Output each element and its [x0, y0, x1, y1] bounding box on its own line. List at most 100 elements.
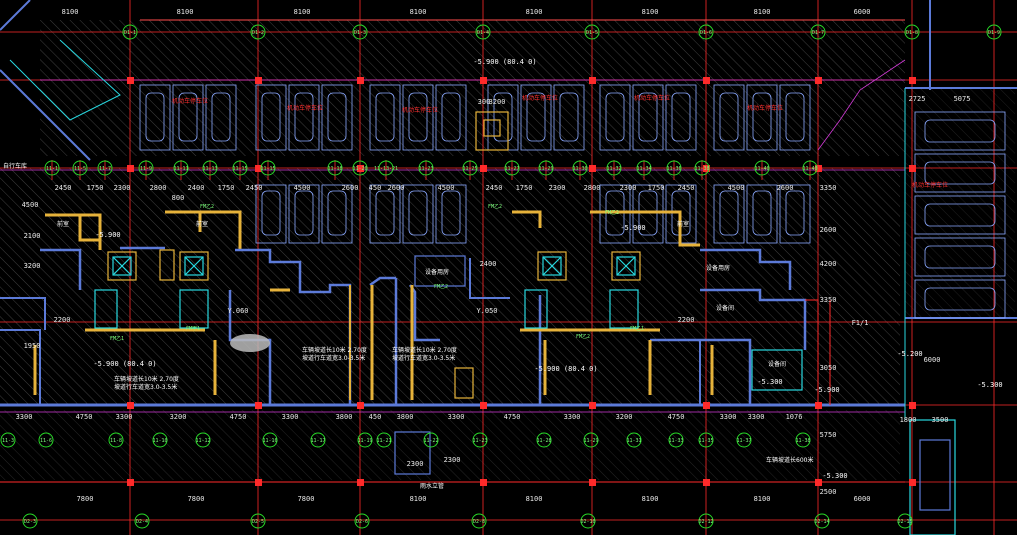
- boundary-lines: [0, 0, 1017, 483]
- parking-stall: [321, 184, 353, 244]
- axis-bubble[interactable]: D1-7: [810, 24, 826, 40]
- axis-bubble[interactable]: D1-3: [352, 24, 368, 40]
- dimension-value: 2300: [620, 184, 637, 192]
- axis-bubble[interactable]: D1-9: [986, 24, 1002, 40]
- column: [589, 165, 596, 172]
- bottom-axis-bubbles[interactable]: D2-3 D2-4 D2-5 D2-6 D2-8 D2-10 D2-12 D2-14 D2-15: [22, 513, 913, 529]
- axis-bubble[interactable]: 11-37: [736, 432, 752, 448]
- axis-bubble-circle: [626, 432, 642, 448]
- axis-bubble[interactable]: 11-33: [668, 432, 684, 448]
- axis-bubble[interactable]: 11-36: [666, 160, 682, 176]
- axis-bubble[interactable]: D1-5: [584, 24, 600, 40]
- axis-bubble[interactable]: 11-3: [0, 432, 16, 448]
- axis-bubble[interactable]: 11-12: [195, 432, 211, 448]
- axis-bubble[interactable]: 11-29: [583, 432, 599, 448]
- dimension-value: 3300: [720, 413, 737, 421]
- car-outline: [559, 92, 579, 142]
- parking-label: 机动车停车位: [287, 104, 323, 112]
- axis-bubble-circle: [462, 160, 478, 176]
- top-axis-bubbles[interactable]: D1-1 D1-2 D1-3 D1-4 D1-5 D1-6 D1-7 D1-8 D1-9: [122, 24, 1002, 40]
- dimension-value: 4500: [728, 184, 745, 192]
- axis-bubble[interactable]: 11-40: [754, 160, 770, 176]
- axis-bubble-label: D2-14: [814, 519, 829, 525]
- axis-bubble[interactable]: 11-8: [108, 432, 124, 448]
- axis-bubble[interactable]: 11-34: [636, 160, 652, 176]
- axis-bubble-circle: [122, 24, 138, 40]
- ramp-note: 坡道行车道宽3.0-3.5米: [114, 383, 177, 391]
- axis-bubble[interactable]: 11-5: [72, 160, 88, 176]
- parking-stall: [435, 84, 467, 151]
- axis-bubble[interactable]: 11-19: [357, 432, 373, 448]
- axis-bubble[interactable]: 11-31: [626, 432, 642, 448]
- axis-bubble[interactable]: 11-13-21: [374, 160, 398, 176]
- middle-axis-bubbles[interactable]: 11-1 11-5 11-7 11-9 11-11 11-13 11-15 11-15 11-1…: [44, 160, 818, 176]
- axis-bubble[interactable]: D2-12: [698, 513, 714, 529]
- axis-bubble[interactable]: 11-28: [536, 432, 552, 448]
- axis-bubble[interactable]: 11-40: [802, 160, 818, 176]
- parking-stall: [288, 84, 320, 151]
- axis-bubble[interactable]: D2-5: [250, 513, 266, 529]
- column: [909, 479, 916, 486]
- parking-stall: [172, 84, 204, 151]
- axis-bubble[interactable]: D2-3: [22, 513, 38, 529]
- axis-bubble-circle: [262, 432, 278, 448]
- axis-bubble[interactable]: D1-1: [122, 24, 138, 40]
- axis-bubble[interactable]: D1-4: [475, 24, 491, 40]
- axis-bubble[interactable]: 11-18: [327, 160, 343, 176]
- car-outline: [294, 190, 314, 236]
- axis-bubble[interactable]: D1-6: [698, 24, 714, 40]
- axis-bubble[interactable]: 11-16: [262, 432, 278, 448]
- axis-bubble[interactable]: 11-23: [418, 160, 434, 176]
- axis-bubble[interactable]: 11-6: [38, 432, 54, 448]
- axis-bubble[interactable]: D2-10: [580, 513, 596, 529]
- axis-bubble-label: 11-40: [754, 166, 769, 172]
- axis-bubble[interactable]: 11-7: [97, 160, 113, 176]
- axis-bubble[interactable]: 11-38: [694, 160, 710, 176]
- axis-bubble[interactable]: 11-11: [173, 160, 189, 176]
- axis-bubble[interactable]: D2-14: [814, 513, 830, 529]
- dimension-value: 3500: [932, 416, 949, 424]
- axis-bubble[interactable]: 11-27: [504, 160, 520, 176]
- axis-bubble[interactable]: 11-15: [232, 160, 248, 176]
- axis-bubble[interactable]: 11-9: [138, 160, 154, 176]
- axis-bubble-label: 11-38: [694, 166, 709, 172]
- car-outline: [752, 92, 772, 142]
- axis-bubble[interactable]: 11-29: [538, 160, 554, 176]
- car-outline: [924, 203, 996, 227]
- parking-stall: [914, 153, 1006, 193]
- column: [480, 479, 487, 486]
- ramp-note: 车辆坡道长600米: [766, 456, 813, 464]
- axis-bubble[interactable]: D1-2: [250, 24, 266, 40]
- axis-bubble[interactable]: 11-30: [572, 160, 588, 176]
- axis-bubble[interactable]: D2-6: [354, 513, 370, 529]
- axis-bubble[interactable]: D2-8: [471, 513, 487, 529]
- axis-bubble[interactable]: 11-15: [260, 160, 276, 176]
- axis-bubble[interactable]: D2-15: [897, 513, 913, 529]
- axis-bubble[interactable]: 11-32: [606, 160, 622, 176]
- axis-bubble[interactable]: 11-20: [352, 160, 368, 176]
- dimension-value: 2725: [909, 95, 926, 103]
- axis-bubble[interactable]: 11-1: [44, 160, 60, 176]
- axis-bubble[interactable]: 11-22: [423, 432, 439, 448]
- axis-bubble[interactable]: D2-4: [134, 513, 150, 529]
- side-dimension: 3050: [820, 364, 837, 372]
- axis-bubble[interactable]: 11-23: [472, 432, 488, 448]
- axis-bubble[interactable]: 11-17: [310, 432, 326, 448]
- dimension-value: 2600: [342, 184, 359, 192]
- dimension-value: 3800: [336, 413, 353, 421]
- axis-bubble[interactable]: 11-35: [698, 432, 714, 448]
- axis-bubble[interactable]: 11-10: [152, 432, 168, 448]
- side-dimension: 3200: [24, 262, 41, 270]
- axis-bubble[interactable]: D1-8: [904, 24, 920, 40]
- parking-stall: [632, 184, 664, 244]
- column: [589, 77, 596, 84]
- axis-bubble[interactable]: 11-21: [376, 432, 392, 448]
- axis-bubble[interactable]: 11-25: [462, 160, 478, 176]
- room-labels: 前室前室前室设备用房设备间设备间自行车库设备用房: [3, 162, 786, 368]
- axis-bubble[interactable]: 11-38: [795, 432, 811, 448]
- axis-bubble-label: D1-2: [252, 30, 264, 36]
- column: [255, 479, 262, 486]
- axis-bubble[interactable]: 11-13: [202, 160, 218, 176]
